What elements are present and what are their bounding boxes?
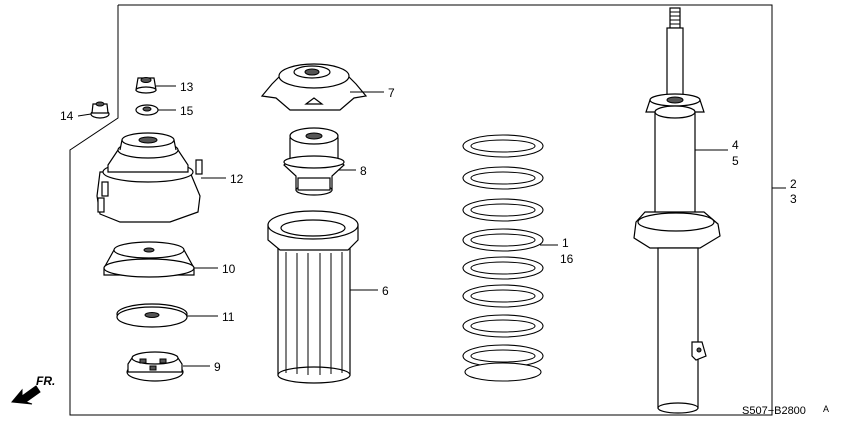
coil-spring-1[interactable] [462,134,544,382]
bump-stop-8[interactable] [283,127,345,196]
washer-plate-11[interactable] [116,303,188,328]
callout-3: 3 [790,192,797,206]
callout-4: 4 [732,138,739,152]
callout-10: 10 [222,262,236,276]
callout-16: 16 [560,252,574,266]
callout-5: 5 [732,154,739,168]
callout-8: 8 [360,164,367,178]
diagram-code: S507−B2800 [742,405,806,417]
callout-6: 6 [382,284,389,298]
diagram-code-suffix: A [823,404,829,414]
callout-14: 14 [60,109,74,123]
flange-nut-14[interactable] [90,101,110,119]
strut-mount-12[interactable] [96,132,203,223]
stopper-9[interactable] [126,351,184,382]
washer-15[interactable] [135,104,159,116]
leader-14 [77,113,92,117]
callout-11: 11 [222,310,235,324]
callout-13: 13 [180,80,194,94]
callout-12: 12 [230,172,244,186]
callout-7: 7 [388,86,395,100]
direction-label: FR. [36,374,55,388]
front-direction-arrow [11,385,41,405]
frame-border [69,4,773,416]
shock-absorber-4[interactable] [633,7,721,414]
callout-2: 2 [790,177,797,191]
rubber-seat-10[interactable] [103,241,195,278]
upper-mount-7[interactable] [260,63,368,111]
callout-15: 15 [180,104,194,118]
nut-13[interactable] [135,77,157,94]
dust-boot-6[interactable] [267,210,359,384]
callout-9: 9 [214,360,221,374]
callout-1: 1 [562,236,569,250]
